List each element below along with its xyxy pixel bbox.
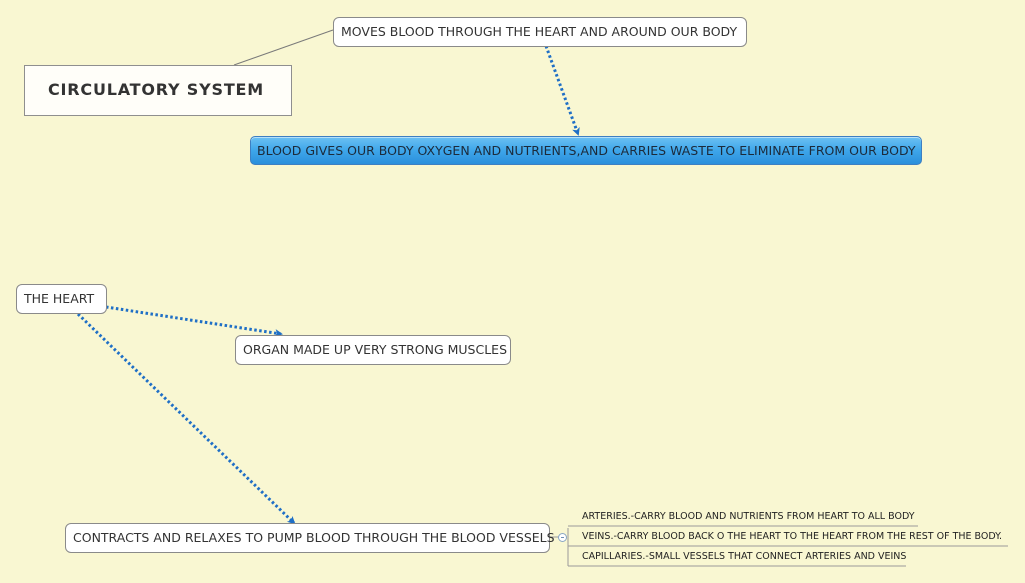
central-topic[interactable]: CIRCULATORY SYSTEM bbox=[24, 65, 292, 116]
moves-blood-to-blood-gives-arrow[interactable] bbox=[544, 45, 580, 136]
topic-blood-gives-label: BLOOD GIVES OUR BODY OXYGEN AND NUTRIENT… bbox=[257, 143, 916, 158]
topic-the-heart-label: THE HEART bbox=[24, 291, 95, 306]
topic-the-heart[interactable]: THE HEART bbox=[16, 284, 107, 314]
topic-moves-blood-label: MOVES BLOOD THROUGH THE HEART AND AROUND… bbox=[341, 24, 738, 39]
subtopic-capillaries[interactable]: CAPILLARIES.-SMALL VESSELS THAT CONNECT … bbox=[582, 549, 906, 565]
subtopic-capillaries-label: CAPILLARIES.-SMALL VESSELS THAT CONNECT … bbox=[582, 551, 907, 562]
subtopic-arteries-label: ARTERIES.-CARRY BLOOD AND NUTRIENTS FROM… bbox=[582, 511, 915, 522]
collapse-toggle-icon[interactable] bbox=[558, 533, 567, 542]
topic-moves-blood[interactable]: MOVES BLOOD THROUGH THE HEART AND AROUND… bbox=[333, 17, 747, 47]
subtopic-veins-label: VEINS.-CARRY BLOOD BACK O THE HEART TO T… bbox=[582, 531, 1003, 542]
subtopic-arteries[interactable]: ARTERIES.-CARRY BLOOD AND NUTRIENTS FROM… bbox=[582, 509, 915, 525]
subtopic-connectors bbox=[549, 525, 1008, 567]
heart-to-organ-arrow[interactable] bbox=[105, 305, 283, 338]
topic-contracts-label: CONTRACTS AND RELAXES TO PUMP BLOOD THRO… bbox=[73, 530, 555, 545]
topic-organ-label: ORGAN MADE UP VERY STRONG MUSCLES bbox=[243, 342, 508, 357]
topic-organ[interactable]: ORGAN MADE UP VERY STRONG MUSCLES bbox=[235, 335, 511, 365]
topic-contracts[interactable]: CONTRACTS AND RELAXES TO PUMP BLOOD THRO… bbox=[65, 523, 555, 553]
subtopic-veins[interactable]: VEINS.-CARRY BLOOD BACK O THE HEART TO T… bbox=[582, 529, 1002, 545]
central-topic-label: CIRCULATORY SYSTEM bbox=[48, 80, 265, 99]
topic-blood-gives[interactable]: BLOOD GIVES OUR BODY OXYGEN AND NUTRIENT… bbox=[250, 136, 922, 165]
central-to-moves-blood-line bbox=[233, 29, 334, 66]
heart-to-contracts-arrow[interactable] bbox=[76, 312, 296, 525]
